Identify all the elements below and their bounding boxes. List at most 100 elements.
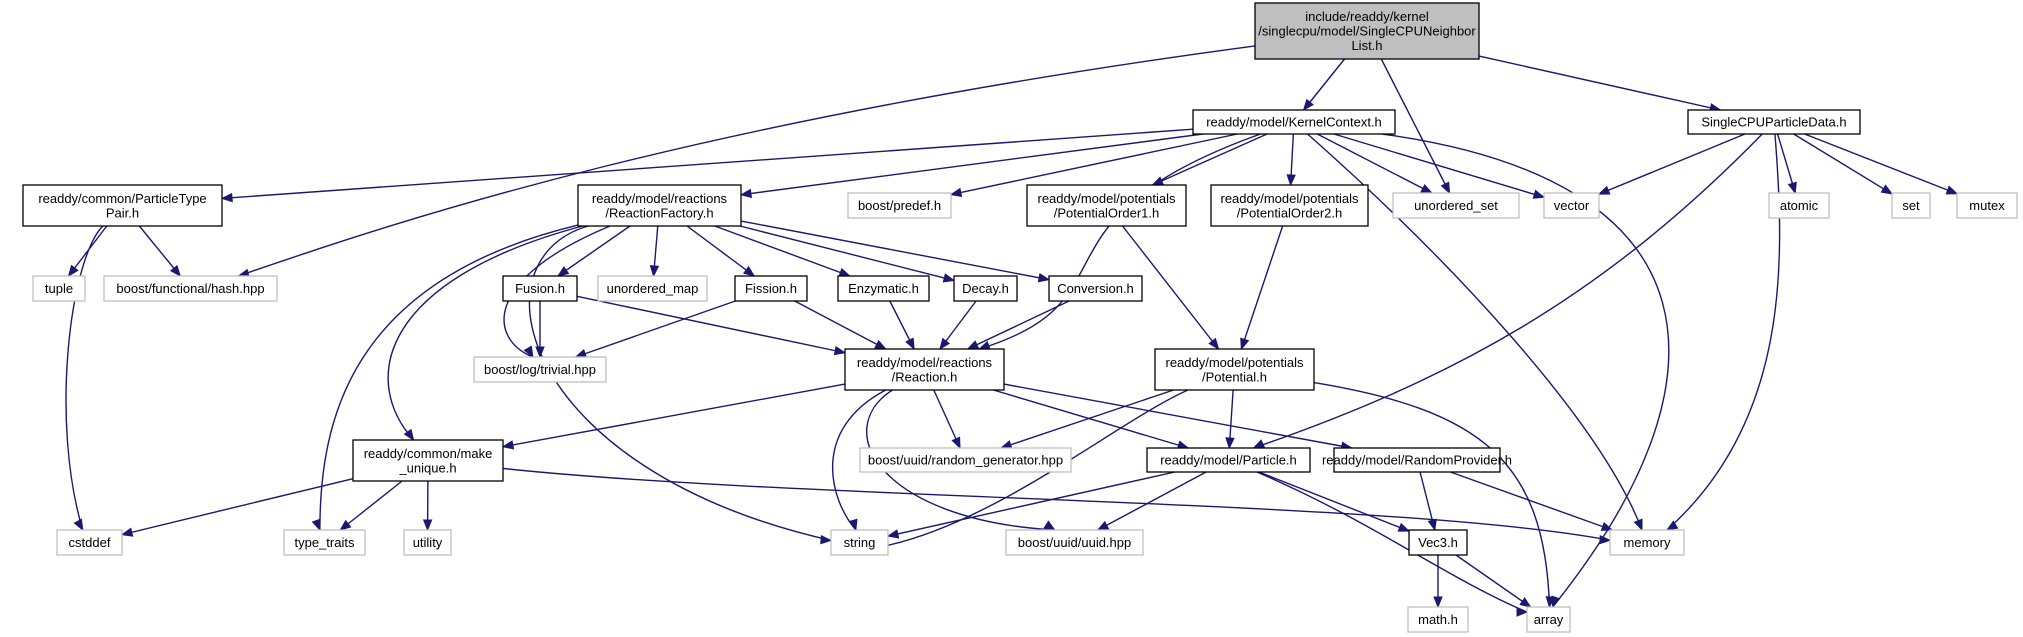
node-vector: vector bbox=[1543, 192, 1600, 219]
edge-rf-decay bbox=[739, 225, 955, 282]
node-box-tuple bbox=[32, 275, 86, 302]
arrowhead-spd-vector bbox=[1597, 185, 1611, 195]
node-label-po2-line-1: /PotentialOrder2.h bbox=[1237, 205, 1343, 220]
node-enzymatic[interactable]: Enzymatic.h bbox=[837, 275, 930, 302]
node-box-logtrivial bbox=[473, 356, 607, 383]
edge-root-uset bbox=[1380, 58, 1451, 194]
arrowhead-kctx-predef bbox=[949, 187, 963, 198]
node-box-spd bbox=[1687, 109, 1861, 135]
arrowhead-vec3-array bbox=[1519, 597, 1532, 608]
node-po2[interactable]: readdy/model/potentials/PotentialOrder2.… bbox=[1210, 184, 1369, 227]
node-label-rf-line-0: readdy/model/reactions bbox=[592, 191, 728, 206]
node-label-decay-line-0: Decay.h bbox=[962, 281, 1009, 296]
edge-randprov-memory bbox=[1450, 471, 1613, 531]
node-conversion[interactable]: Conversion.h bbox=[1048, 275, 1143, 302]
node-array: array bbox=[1526, 606, 1571, 633]
node-fission[interactable]: Fission.h bbox=[734, 275, 808, 302]
edge-vec3-array bbox=[1455, 554, 1531, 608]
arrowhead-particle-string bbox=[886, 529, 900, 539]
edge-rf-fusion bbox=[557, 225, 631, 277]
node-label-spd-line-0: SingleCPUParticleData.h bbox=[1701, 115, 1846, 130]
node-label-reaction-line-1: /Reaction.h bbox=[892, 369, 958, 384]
arrowhead-kctx-po2 bbox=[1286, 174, 1296, 187]
edge-reaction-string bbox=[831, 389, 887, 531]
arrowhead-fission-logtrivial bbox=[574, 349, 588, 358]
edge-ptp-fhash bbox=[138, 225, 181, 277]
arrowhead-kctx-rf bbox=[739, 188, 753, 199]
edge-makeunique-typetraits bbox=[339, 480, 403, 531]
node-randgen: boost/uuid/random_generator.hpp bbox=[859, 447, 1072, 473]
node-spd[interactable]: SingleCPUParticleData.h bbox=[1687, 109, 1861, 135]
node-memory: memory bbox=[1609, 529, 1685, 556]
node-randprov[interactable]: readdy/model/RandomProvider.h bbox=[1322, 447, 1512, 473]
arrowhead-fission-reaction bbox=[874, 339, 887, 350]
node-decay[interactable]: Decay.h bbox=[953, 275, 1018, 302]
node-box-po1 bbox=[1026, 184, 1187, 227]
arrowhead-po2-potential bbox=[1240, 337, 1250, 351]
node-box-memory bbox=[1609, 529, 1685, 556]
node-fusion[interactable]: Fusion.h bbox=[502, 275, 578, 302]
arrowhead-spd-atomic bbox=[1787, 181, 1797, 195]
arrowhead-reaction-uuid bbox=[1043, 520, 1056, 531]
arrowhead-rf-fission bbox=[742, 265, 756, 277]
node-tuple: tuple bbox=[32, 275, 86, 302]
node-vec3[interactable]: Vec3.h bbox=[1408, 529, 1468, 556]
arrowhead-spd-memory bbox=[1665, 520, 1679, 531]
node-atomic: atomic bbox=[1768, 192, 1830, 219]
node-box-randgen bbox=[859, 447, 1072, 473]
arrowhead-reaction-makeunique bbox=[501, 440, 515, 450]
node-box-uuid bbox=[1005, 529, 1144, 556]
node-box-root bbox=[1254, 2, 1480, 60]
node-makeunique[interactable]: readdy/common/make_unique.h bbox=[352, 439, 504, 482]
node-box-po2 bbox=[1210, 184, 1369, 227]
node-particle[interactable]: readdy/model/Particle.h bbox=[1146, 447, 1311, 473]
node-mutex: mutex bbox=[1956, 192, 2018, 219]
node-box-vector bbox=[1543, 192, 1600, 219]
node-label-po1-line-0: readdy/model/potentials bbox=[1037, 191, 1176, 206]
arrowhead-spd-mutex bbox=[1945, 185, 1959, 195]
node-potential[interactable]: readdy/model/potentials/Potential.h bbox=[1154, 348, 1315, 391]
node-po1[interactable]: readdy/model/potentials/PotentialOrder1.… bbox=[1026, 184, 1187, 227]
node-label-string-line-0: string bbox=[844, 535, 876, 550]
edge-reaction-randgen bbox=[933, 389, 961, 449]
node-box-fusion bbox=[502, 275, 578, 302]
node-box-atomic bbox=[1768, 192, 1830, 219]
edge-ptp-cstddef bbox=[65, 225, 104, 531]
node-root[interactable]: include/readdy/kernel/singlecpu/model/Si… bbox=[1254, 2, 1480, 60]
node-box-particle bbox=[1146, 447, 1311, 473]
arrowhead-rf-makeunique bbox=[403, 428, 415, 442]
arrowhead-makeunique-memory bbox=[1599, 534, 1612, 545]
arrowhead-rf-fusion bbox=[556, 266, 570, 277]
node-label-ptp-line-1: Pair.h bbox=[106, 205, 139, 220]
edge-particle-string bbox=[887, 471, 1175, 537]
node-label-kctx-line-0: readdy/model/KernelContext.h bbox=[1206, 115, 1382, 130]
edge-particle-vec3 bbox=[1258, 471, 1410, 532]
arrowhead-conversion-reaction bbox=[966, 340, 980, 350]
node-box-utility bbox=[403, 529, 452, 556]
node-label-particle-line-0: readdy/model/Particle.h bbox=[1160, 453, 1297, 468]
node-label-utility-line-0: utility bbox=[413, 535, 443, 550]
arrowhead-potential-array bbox=[1545, 596, 1555, 609]
arrowhead-rf-typetraits bbox=[311, 518, 321, 532]
node-box-reaction bbox=[844, 348, 1005, 391]
node-label-reaction-line-0: readdy/model/reactions bbox=[857, 355, 993, 370]
edge-rf-typetraits bbox=[319, 224, 579, 531]
arrowhead-kctx-memory bbox=[1633, 518, 1643, 532]
edge-spd-memory bbox=[1666, 133, 1781, 531]
edge-reaction-particle bbox=[993, 389, 1189, 449]
node-kctx[interactable]: readdy/model/KernelContext.h bbox=[1192, 109, 1396, 135]
node-label-makeunique-line-1: _unique.h bbox=[398, 460, 456, 475]
node-label-uuid-line-0: boost/uuid/uuid.hpp bbox=[1018, 535, 1131, 550]
node-rf[interactable]: readdy/model/reactions/ReactionFactory.h bbox=[577, 184, 742, 227]
edge-fusion-reaction bbox=[576, 295, 846, 354]
node-label-memory-line-0: memory bbox=[1624, 535, 1671, 550]
node-umap: unordered_map bbox=[597, 275, 708, 302]
node-typetraits: type_traits bbox=[283, 529, 366, 556]
node-label-vector-line-0: vector bbox=[1554, 198, 1590, 213]
node-box-fission bbox=[734, 275, 808, 302]
arrowhead-spd-set bbox=[1880, 184, 1894, 195]
node-reaction[interactable]: readdy/model/reactions/Reaction.h bbox=[844, 348, 1005, 391]
edge-kctx-reaction bbox=[979, 133, 1261, 350]
edge-particle-uuid bbox=[1097, 471, 1207, 531]
